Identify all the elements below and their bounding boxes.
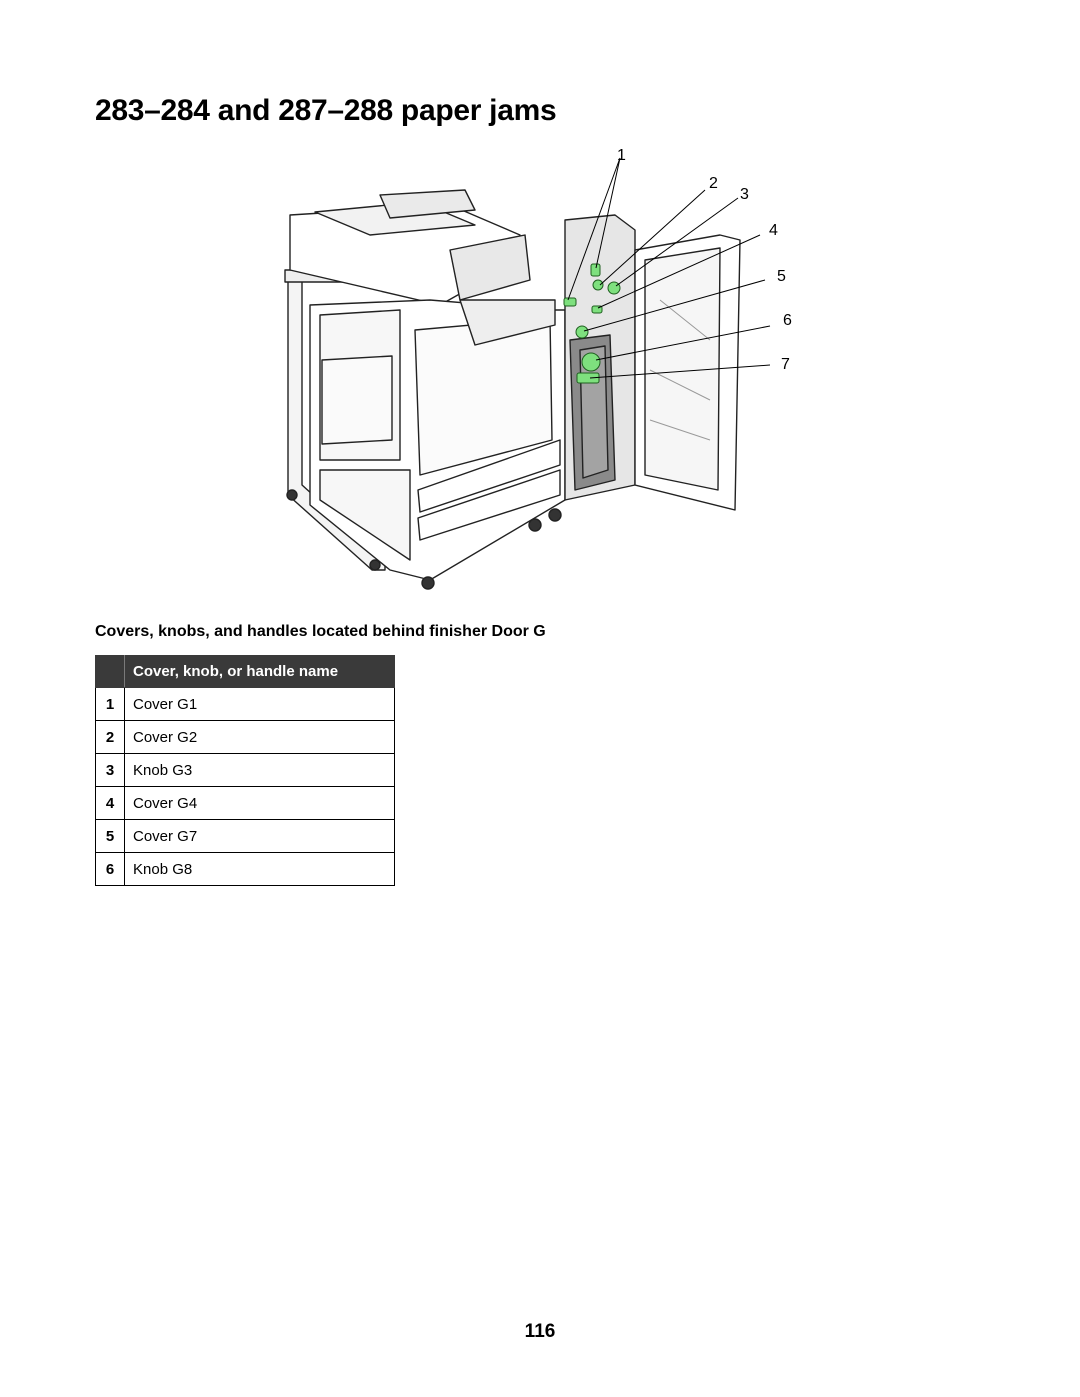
table-header-row: Cover, knob, or handle name <box>95 655 395 688</box>
row-number: 2 <box>95 720 125 754</box>
table-row: 4 Cover G4 <box>95 786 395 820</box>
table-row: 1 Cover G1 <box>95 687 395 721</box>
cover-g7-handle <box>575 325 589 339</box>
table-row: 5 Cover G7 <box>95 819 395 853</box>
row-number: 4 <box>95 786 125 820</box>
section-heading: Covers, knobs, and handles located behin… <box>95 623 546 640</box>
callout-4: 4 <box>769 222 778 239</box>
table-row: 3 Knob G3 <box>95 753 395 787</box>
cover-g1-handle-lower <box>563 297 577 307</box>
callout-3: 3 <box>740 186 749 203</box>
table-header-name: Cover, knob, or handle name <box>124 655 395 688</box>
table-header-number <box>95 655 125 688</box>
row-number: 1 <box>95 687 125 721</box>
handle-7 <box>576 372 600 384</box>
parts-table: Cover, knob, or handle name 1 Cover G1 2… <box>95 655 395 886</box>
row-name: Knob G8 <box>124 852 395 886</box>
row-name: Cover G4 <box>124 786 395 820</box>
printer-finisher-illustration: 1 2 3 4 5 6 7 <box>280 140 810 600</box>
page-number: 116 <box>524 1321 556 1342</box>
callout-5: 5 <box>777 268 786 285</box>
cover-g1-handle <box>590 263 601 277</box>
row-number: 6 <box>95 852 125 886</box>
callout-2: 2 <box>709 175 718 192</box>
table-row: 2 Cover G2 <box>95 720 395 754</box>
printer-finisher-drawing: 1 2 3 4 5 6 7 <box>284 147 792 590</box>
callout-1: 1 <box>617 147 626 164</box>
callout-7: 7 <box>781 356 790 373</box>
page-title: 283–284 and 287–288 paper jams <box>95 94 557 127</box>
row-name: Cover G2 <box>124 720 395 754</box>
row-number: 3 <box>95 753 125 787</box>
table-row: 6 Knob G8 <box>95 852 395 886</box>
knob-g8 <box>581 352 601 372</box>
row-name: Cover G1 <box>124 687 395 721</box>
row-number: 5 <box>95 819 125 853</box>
callout-6: 6 <box>783 312 792 329</box>
cover-g2-handle <box>592 279 604 291</box>
row-name: Cover G7 <box>124 819 395 853</box>
row-name: Knob G3 <box>124 753 395 787</box>
